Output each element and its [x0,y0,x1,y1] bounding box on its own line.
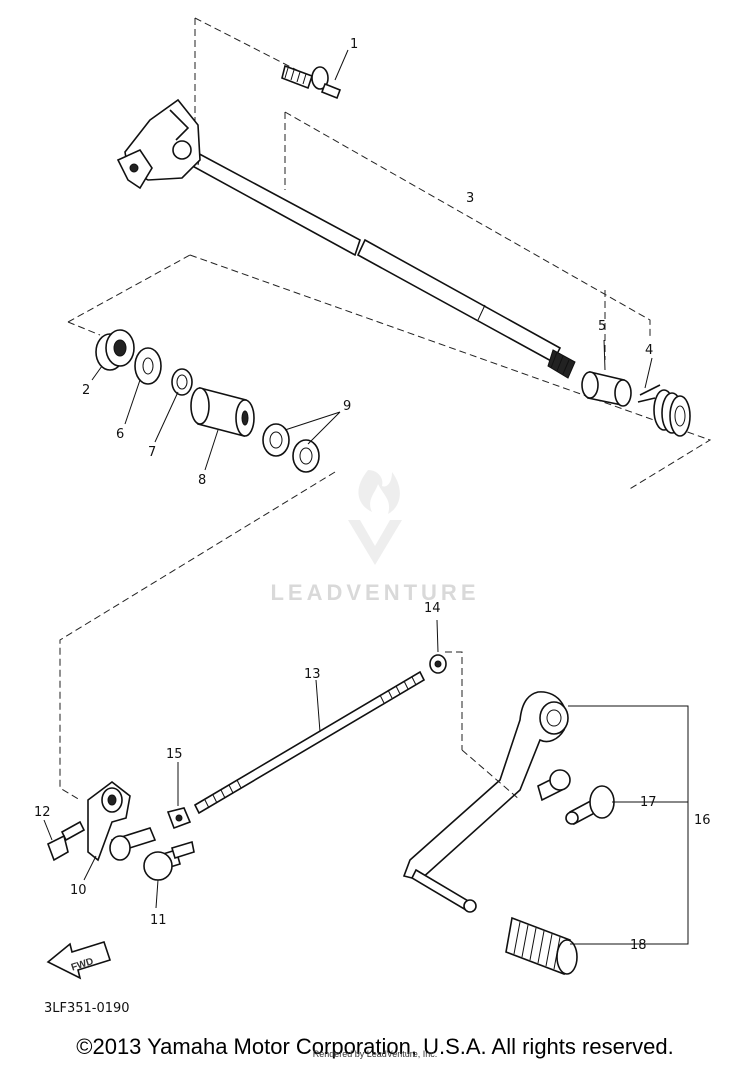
fwd-arrow-icon: FWD [46,941,112,980]
callout-16: 16 [694,813,711,828]
oil-seal-part-2 [95,329,135,371]
callout-6: 6 [116,427,124,442]
leader-line [315,679,321,733]
callout-11: 11 [150,913,167,928]
collar-part-8 [190,386,255,438]
leader-line [67,254,191,323]
bearing-part-9a [262,423,290,457]
joint-part-11 [143,840,195,881]
leader-line [445,651,463,750]
callout-18: 18 [630,938,647,953]
leadventure-logo-watermark [348,470,402,565]
leader-line [155,879,159,909]
callout-1: 1 [350,37,358,52]
leader-line [43,819,53,841]
callout-15: 15 [166,747,183,762]
leader-line [204,429,219,471]
shift-rod-part-13 [193,670,426,815]
leader-line [461,749,521,801]
spring-part-4 [637,384,691,437]
leader-line [644,357,653,389]
callout-8: 8 [198,473,206,488]
rubber-part-18 [505,916,578,976]
leader-line [194,17,321,83]
callout-13: 13 [304,667,321,682]
callout-2: 2 [82,383,90,398]
callout-14: 14 [424,601,441,616]
leader-line [124,379,141,425]
bracket-3 [284,111,651,338]
bearing-part-9b [292,439,320,473]
leader-line [603,339,606,371]
callout-5: 5 [598,319,606,334]
shift-pedal-part-16 [402,691,571,913]
callout-3: 3 [466,191,474,206]
leader-line [189,254,712,491]
pivot-bolt-part-17 [565,785,615,826]
leader-line [284,411,341,445]
shift-shaft [186,148,576,379]
nut-part-15 [166,807,192,830]
washer-part-6 [134,347,162,385]
leader-line [334,49,349,81]
rendered-by-overlay: Rendered by LeadVenture, Inc. [313,1049,438,1059]
bolt-part-1 [281,64,342,100]
bracket-16 [568,705,689,945]
copyright-notice: ©2013 Yamaha Motor Corporation, U.S.A. A… [76,1034,673,1059]
leader-line [436,619,439,653]
watermark-text: LEADVENTURE [270,580,479,605]
nut-part-14 [429,654,447,674]
bushing-part-5 [581,371,632,407]
callout-9: 9 [343,399,351,414]
circlip-part-7 [171,368,193,396]
bolt-part-12 [46,820,86,862]
callout-4: 4 [645,343,653,358]
callout-10: 10 [70,883,87,898]
leader-line [83,855,97,881]
callout-12: 12 [34,805,51,820]
leader-line [59,471,336,801]
callout-7: 7 [148,445,156,460]
shift-shaft-lever-end [116,98,201,190]
leader-line [67,321,101,336]
callout-17: 17 [640,795,657,810]
leader-line [91,365,103,381]
leader-line [154,391,179,443]
diagram-code: 3LF351-0190 [44,1001,130,1016]
joint-part-10 [87,780,157,862]
